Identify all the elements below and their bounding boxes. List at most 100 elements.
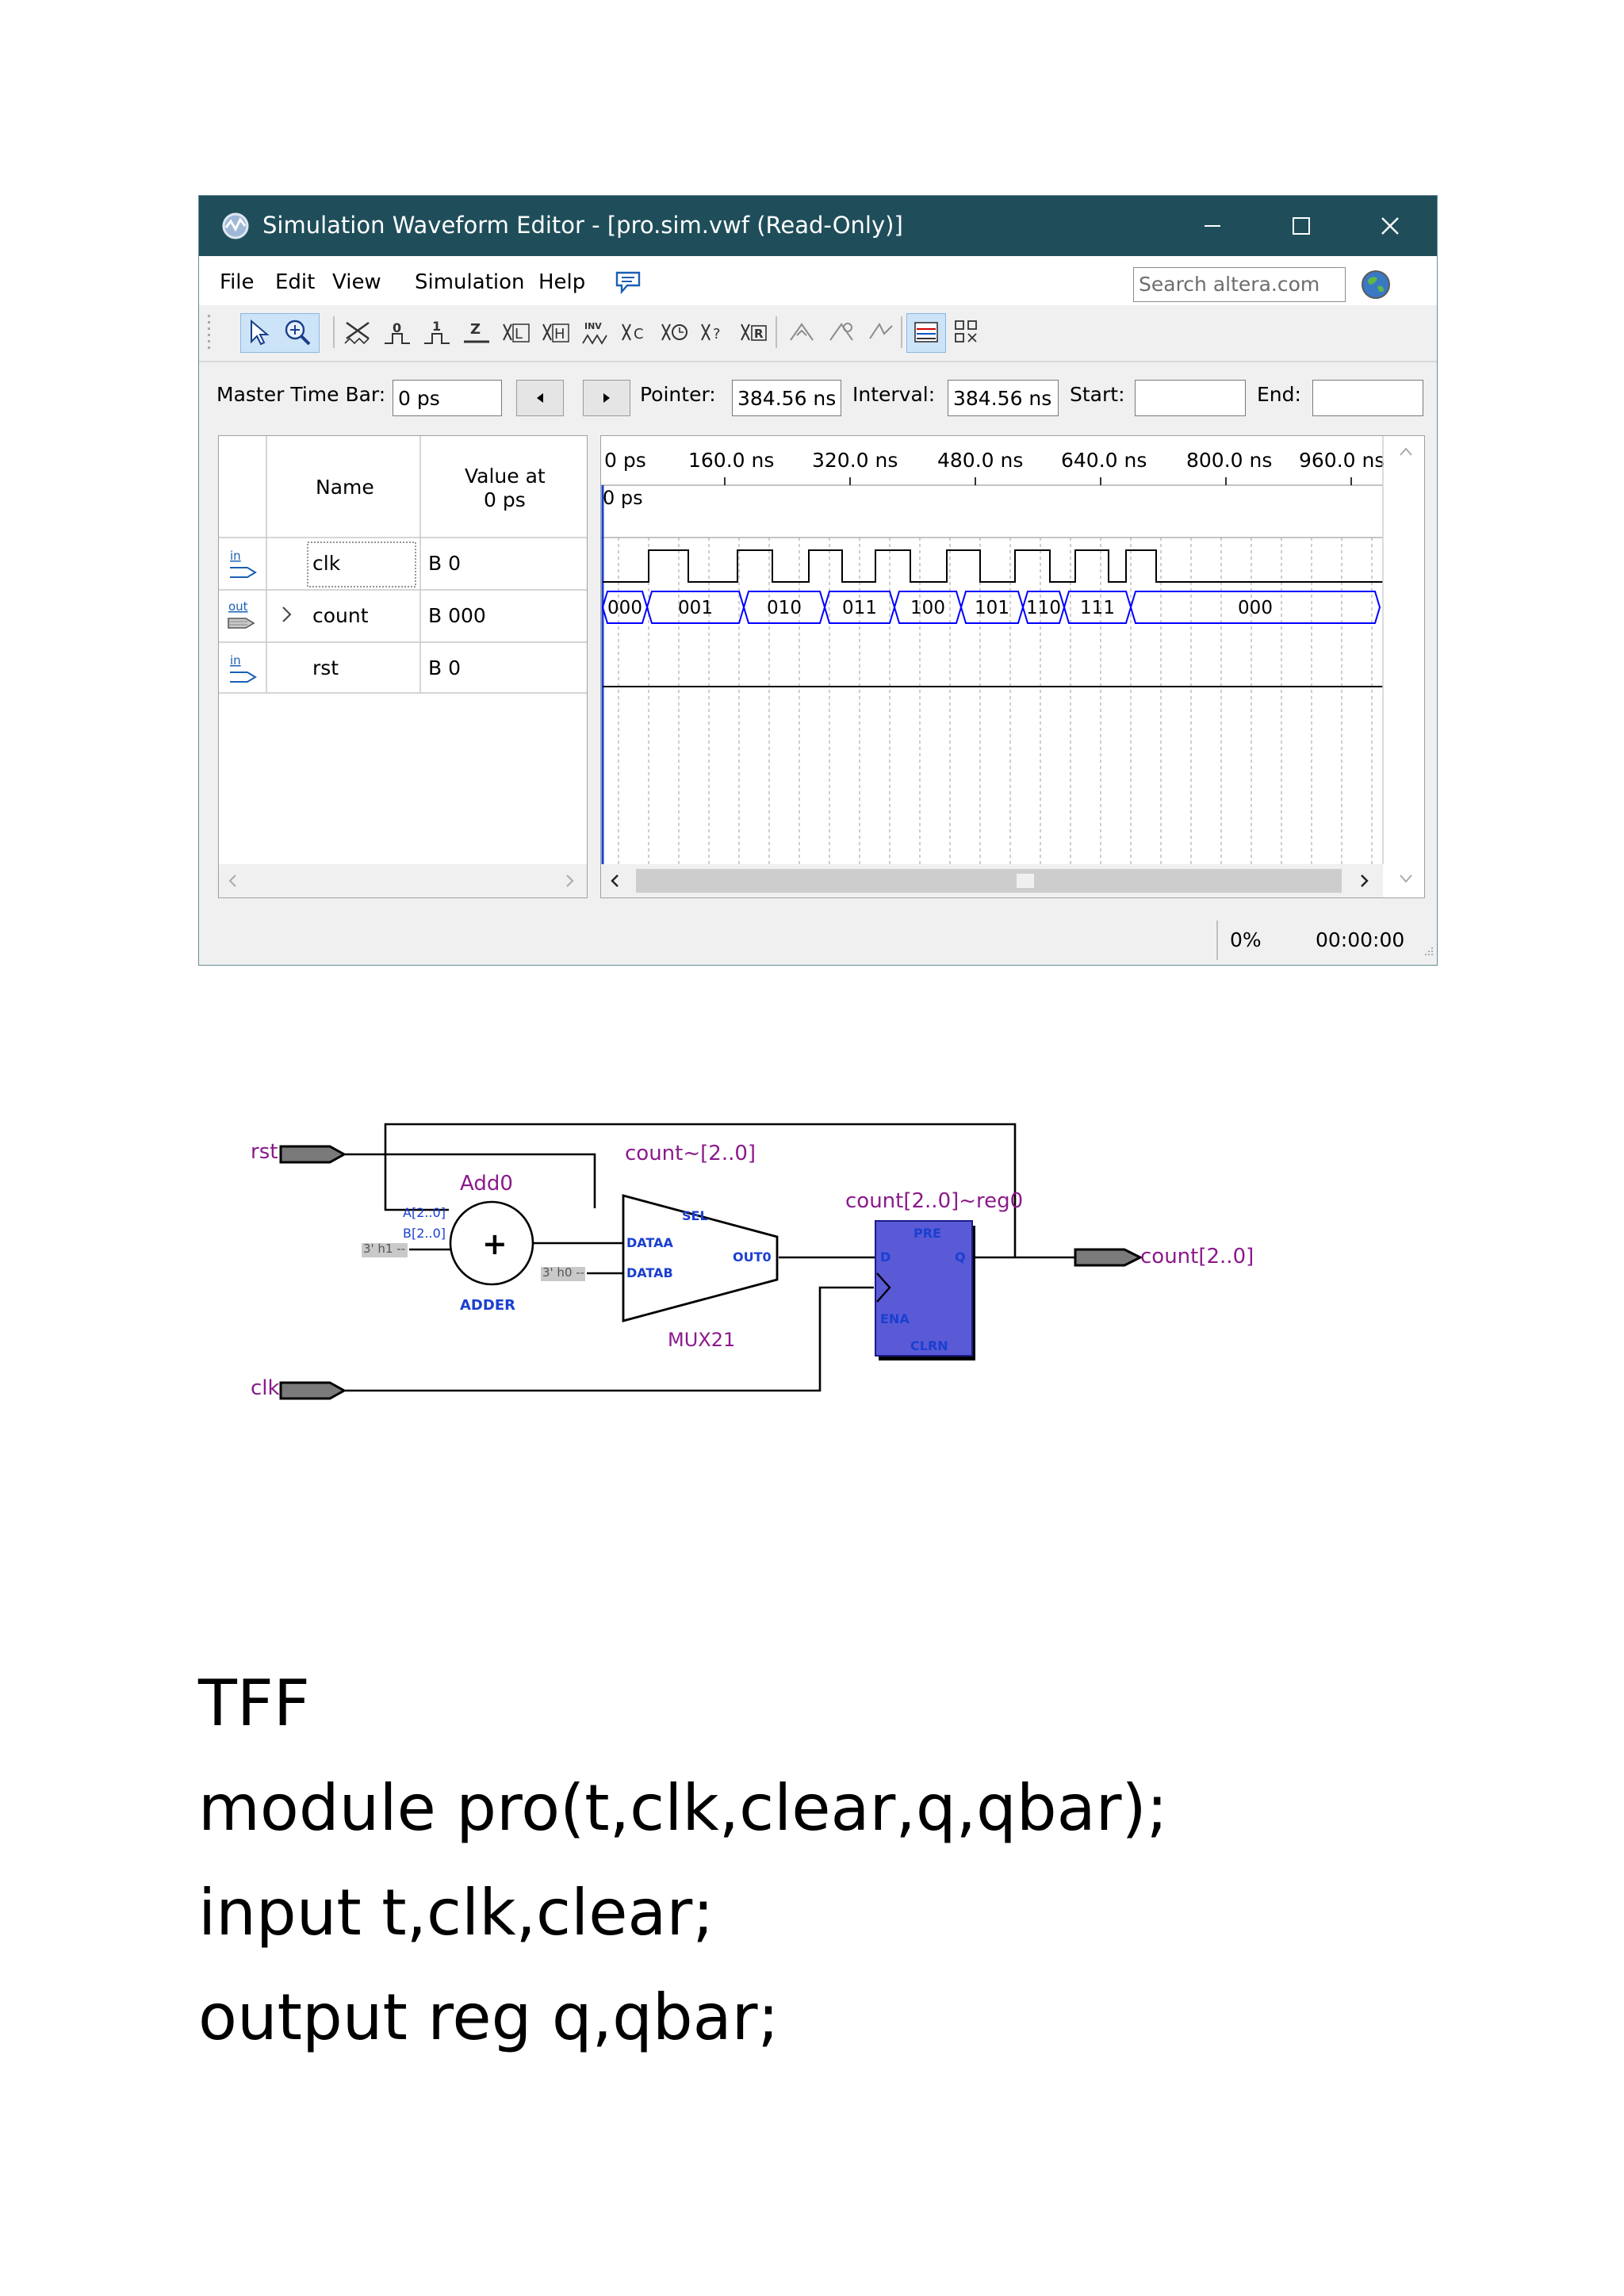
clock-value-icon[interactable]: [659, 316, 691, 348]
grid-icon[interactable]: [825, 316, 857, 348]
schematic-wires: +: [279, 1123, 1143, 1400]
scroll-right-icon[interactable]: [1356, 872, 1372, 890]
adder-block[interactable]: [449, 1200, 534, 1286]
scrollbar-thumb[interactable]: [636, 869, 1342, 893]
end-label: End:: [1257, 383, 1301, 406]
cursor-time-label: 0 ps: [603, 487, 643, 509]
bus-segment: [1129, 591, 1381, 624]
signal-value-rst: B 0: [428, 656, 462, 679]
bus-value-label: 011: [842, 598, 877, 618]
svg-text:in: in: [230, 549, 241, 563]
menu-simulation[interactable]: Simulation: [415, 270, 525, 294]
scrollbar-grip: [1017, 874, 1034, 888]
forcing-unknown-icon[interactable]: [342, 316, 373, 348]
value-column-header-line2[interactable]: 0 ps: [484, 488, 526, 511]
svg-text:H: H: [554, 326, 565, 342]
svg-text:0: 0: [393, 320, 401, 335]
scroll-right-icon[interactable]: [561, 872, 577, 890]
code-line: module pro(t,clk,clear,q,qbar);: [198, 1771, 1168, 1845]
scroll-down-icon[interactable]: [1397, 871, 1415, 886]
forcing-low-icon[interactable]: 0: [381, 316, 413, 348]
pointer-field: 384.56 ns: [732, 380, 841, 416]
minimize-button[interactable]: [1168, 196, 1257, 256]
input-pin-icon: in: [230, 653, 257, 683]
zoom-tool-icon[interactable]: [282, 316, 313, 348]
scroll-up-icon[interactable]: [1397, 444, 1415, 460]
fit-icon[interactable]: [865, 316, 897, 348]
mux-b-const: 3' h0 --: [542, 1265, 585, 1280]
mux21-block[interactable]: [622, 1194, 779, 1322]
master-time-bar-field[interactable]: 0 ps: [393, 380, 502, 416]
rtl-schematic: + rst clk count[2..0] Add0 ADDER A[2..0]…: [198, 1102, 1308, 1435]
high-impedance-icon[interactable]: Z: [461, 316, 492, 348]
count-value-icon[interactable]: C: [619, 316, 651, 348]
selection-tool-icon[interactable]: [243, 316, 275, 348]
close-button[interactable]: [1346, 196, 1434, 256]
interval-label: Interval:: [852, 383, 936, 406]
menu-file[interactable]: File: [220, 270, 255, 294]
menu-edit[interactable]: Edit: [275, 270, 316, 294]
ruler-label: 0 ps: [604, 449, 646, 472]
feedback-icon[interactable]: [615, 270, 642, 294]
globe-icon[interactable]: [1360, 269, 1392, 300]
signal-table-grid: [219, 436, 587, 694]
waveform-view-icon[interactable]: [910, 316, 942, 348]
title-bar[interactable]: Simulation Waveform Editor - [pro.sim.vw…: [199, 196, 1437, 256]
random-value-icon[interactable]: R: [738, 316, 770, 348]
clk-input-pin: [279, 1381, 347, 1400]
menu-bar: File Edit View Simulation Help Search al…: [199, 256, 1437, 305]
invert-icon[interactable]: INV: [580, 316, 611, 348]
name-panel-scrollbar[interactable]: [219, 864, 587, 897]
input-pin-icon: in: [230, 549, 257, 578]
code-line: output reg q,qbar;: [198, 1980, 779, 2054]
ruler-label: 960.0 ns: [1299, 449, 1385, 472]
chevron-right-icon[interactable]: [279, 604, 295, 625]
start-field[interactable]: [1135, 380, 1246, 416]
clk-waveform: [603, 549, 1383, 583]
scroll-left-icon[interactable]: [607, 872, 623, 890]
signal-name-clk[interactable]: clk: [312, 552, 341, 575]
signal-name-panel: Name Value at 0 ps in clk B 0 out count …: [218, 435, 588, 898]
weak-high-icon[interactable]: H: [540, 316, 572, 348]
rst-pin-label: rst: [251, 1140, 278, 1164]
close-icon: [1381, 217, 1399, 235]
elapsed-time: 00:00:00: [1316, 928, 1405, 951]
register-q-port: Q: [955, 1249, 966, 1265]
tabular-view-icon[interactable]: [951, 316, 982, 348]
menu-help[interactable]: Help: [538, 270, 586, 294]
value-column-header-line1[interactable]: Value at: [465, 465, 546, 488]
signal-name-count[interactable]: count: [312, 604, 369, 627]
svg-text:1: 1: [432, 319, 441, 334]
snap-to-grid-icon[interactable]: [786, 316, 818, 348]
bus-value-label: 001: [678, 598, 713, 618]
search-input[interactable]: Search altera.com: [1133, 267, 1346, 302]
name-column-header[interactable]: Name: [316, 476, 374, 499]
end-field[interactable]: [1312, 380, 1423, 416]
start-label: Start:: [1070, 383, 1125, 406]
previous-transition-button[interactable]: [516, 380, 564, 416]
waveform-scrollbar[interactable]: [601, 864, 1383, 897]
weak-low-icon[interactable]: L: [500, 316, 532, 348]
maximize-button[interactable]: [1257, 196, 1346, 256]
scroll-left-icon[interactable]: [225, 872, 241, 890]
signal-name-rst[interactable]: rst: [312, 656, 339, 679]
clock-triangle-icon: [876, 1272, 891, 1303]
adder-b-const: 3' h1 --: [363, 1242, 406, 1256]
register-d-port: D: [880, 1249, 891, 1265]
rst-input-pin: [279, 1145, 347, 1164]
bus-value-label: 110: [1026, 598, 1061, 618]
mux-sel-port: SEL: [682, 1208, 708, 1223]
resize-grip-icon[interactable]: [1420, 946, 1434, 960]
svg-text:L: L: [515, 326, 523, 342]
adder-b-port: B[2..0]: [403, 1226, 446, 1241]
next-transition-button[interactable]: [583, 380, 630, 416]
arbitrary-value-icon[interactable]: ?: [699, 316, 730, 348]
mux-type-label: MUX21: [668, 1329, 736, 1351]
forcing-high-icon[interactable]: 1: [421, 316, 453, 348]
menu-view[interactable]: View: [332, 270, 381, 294]
waveform-panel[interactable]: 0 ps 160.0 ns 320.0 ns 480.0 ns 640.0 ns…: [600, 435, 1425, 898]
clk-pin-label: clk: [251, 1376, 280, 1400]
register-block[interactable]: [875, 1220, 973, 1357]
